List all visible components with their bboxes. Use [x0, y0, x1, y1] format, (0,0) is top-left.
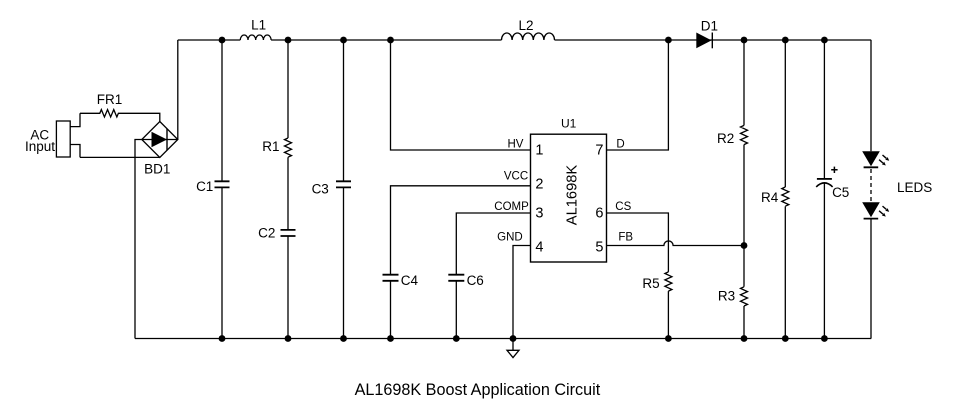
svg-text:AL1698K: AL1698K: [565, 165, 581, 226]
svg-text:Input: Input: [25, 139, 55, 154]
svg-text:R4: R4: [761, 190, 779, 205]
svg-text:C2: C2: [258, 225, 275, 240]
svg-text:C5: C5: [832, 185, 849, 200]
svg-text:CS: CS: [615, 201, 631, 213]
svg-text:COMP: COMP: [494, 201, 529, 213]
svg-text:1: 1: [535, 143, 543, 159]
svg-text:AC: AC: [30, 127, 49, 142]
svg-text:C1: C1: [196, 179, 213, 194]
svg-text:D: D: [616, 138, 624, 150]
svg-text:L2: L2: [518, 18, 533, 33]
svg-text:AL1698K Boost Application Circ: AL1698K Boost Application Circuit: [355, 381, 601, 399]
svg-text:LEDS: LEDS: [897, 180, 932, 195]
svg-text:GND: GND: [497, 232, 523, 244]
svg-text:C4: C4: [401, 273, 419, 288]
svg-text:C6: C6: [467, 273, 484, 288]
svg-text:U1: U1: [561, 116, 577, 130]
svg-text:R5: R5: [642, 276, 659, 291]
svg-text:FR1: FR1: [97, 92, 123, 107]
svg-text:2: 2: [535, 177, 543, 193]
svg-text:R3: R3: [718, 289, 735, 304]
svg-text:6: 6: [595, 206, 603, 222]
svg-text:FB: FB: [618, 232, 633, 244]
svg-text:3: 3: [535, 206, 543, 222]
svg-text:R2: R2: [717, 131, 734, 146]
svg-text:C3: C3: [312, 182, 329, 197]
svg-text:HV: HV: [508, 138, 524, 150]
svg-text:7: 7: [595, 143, 603, 159]
svg-text:VCC: VCC: [504, 171, 528, 183]
svg-text:5: 5: [595, 240, 603, 256]
svg-text:4: 4: [535, 240, 543, 256]
svg-text:D1: D1: [701, 18, 718, 33]
svg-text:R1: R1: [262, 139, 279, 154]
svg-text:L1: L1: [251, 18, 266, 33]
svg-text:BD1: BD1: [144, 161, 170, 176]
